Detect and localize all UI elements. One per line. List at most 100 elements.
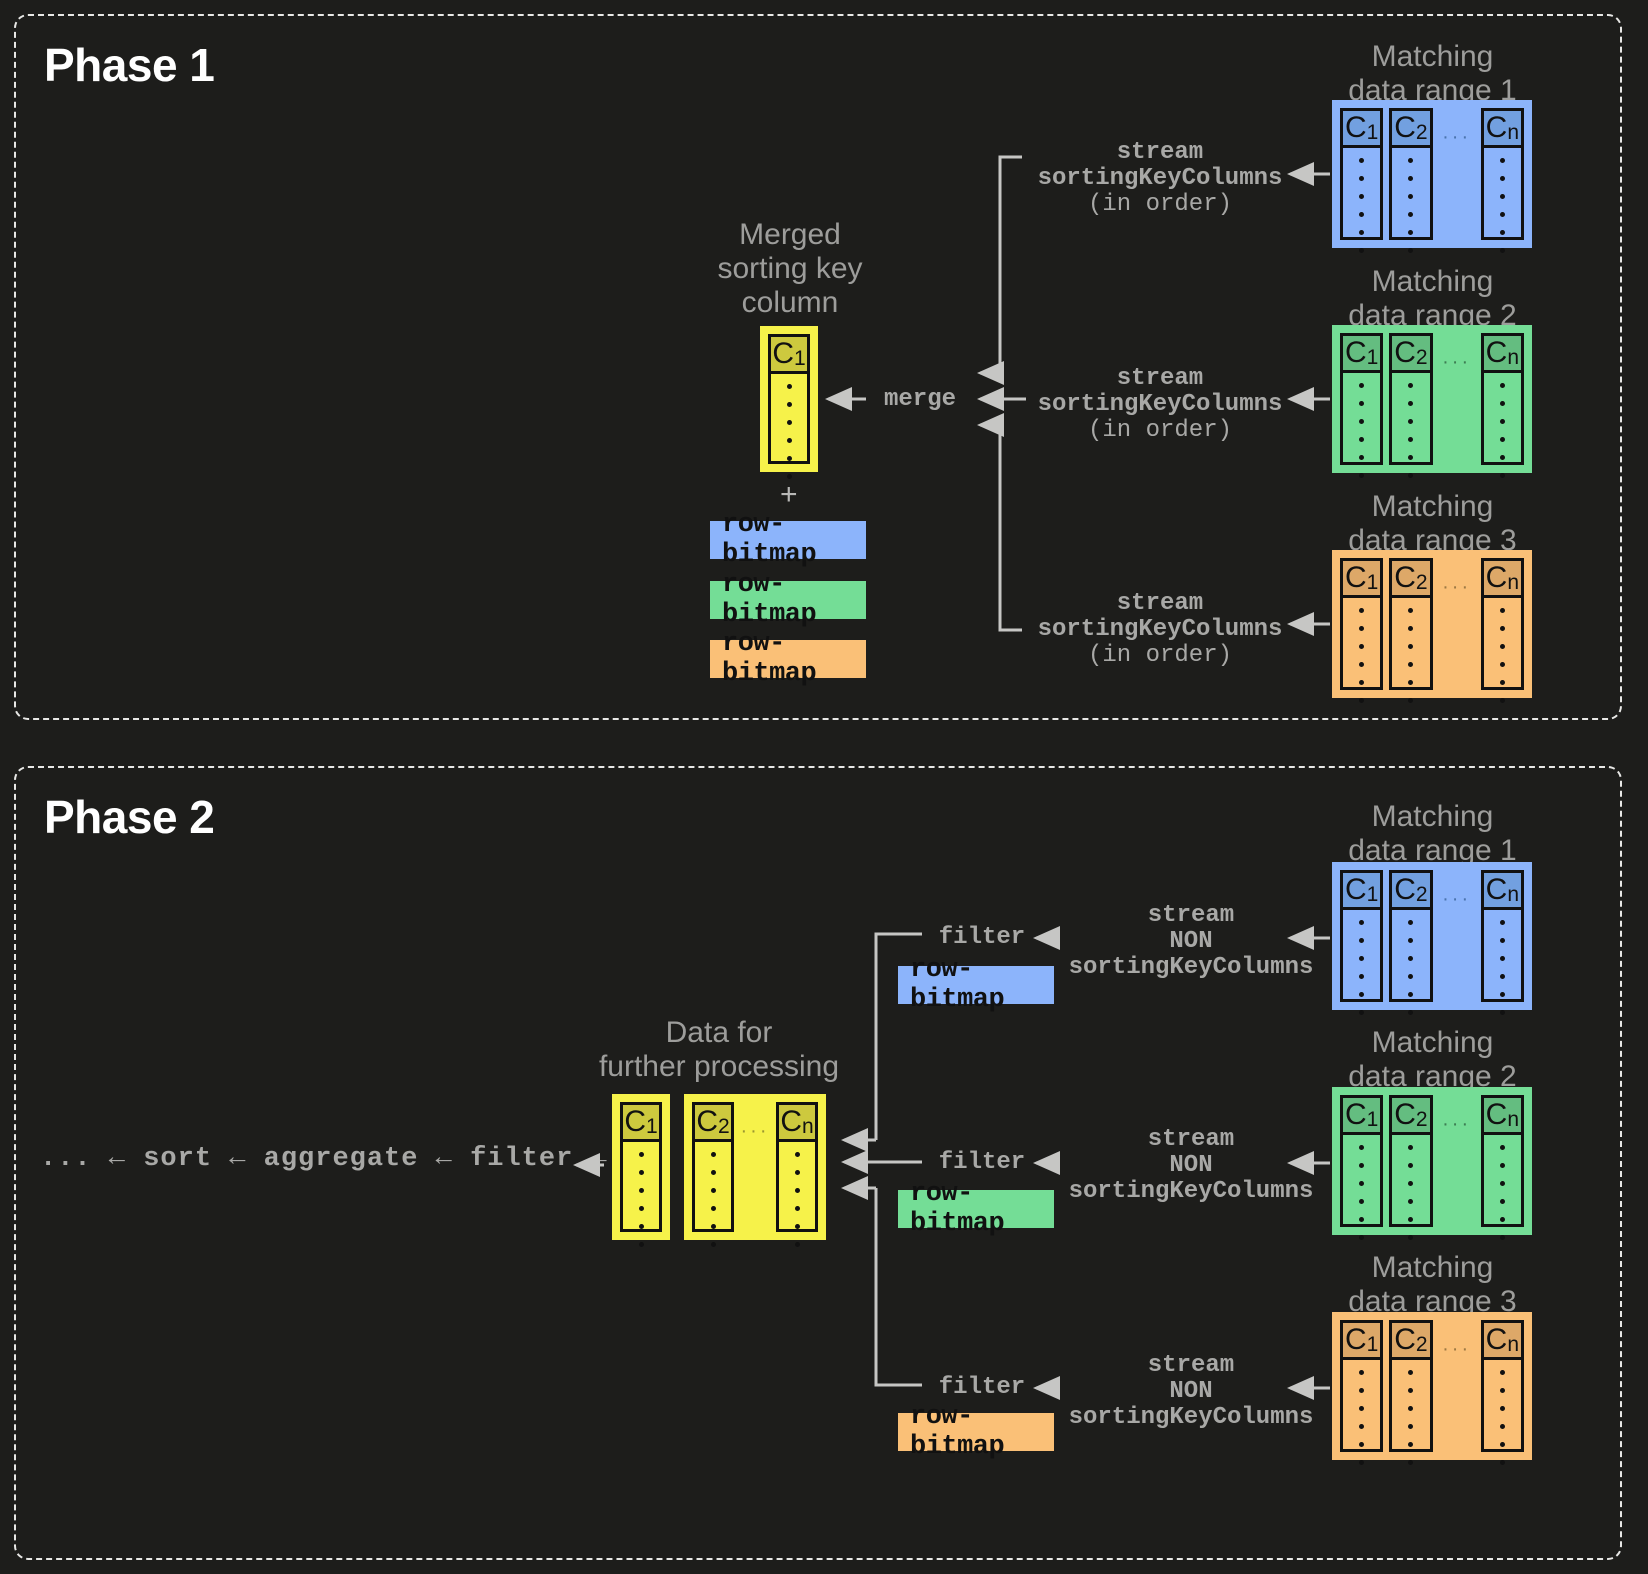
- column-cells: [1343, 598, 1380, 713]
- column-cells: [1343, 1135, 1380, 1250]
- phase-1-title: Phase 1: [44, 39, 215, 91]
- column-cells: [1392, 1360, 1429, 1475]
- column-cells: [1484, 373, 1521, 488]
- columns-ellipsis-icon: ···: [1442, 126, 1472, 148]
- column-cells: [1343, 1360, 1380, 1475]
- row-bitmap-2-phase1: row-bitmap: [710, 570, 866, 630]
- plus-sign: +: [780, 478, 798, 511]
- column-cells: [1343, 373, 1380, 488]
- column-cells: [779, 1142, 815, 1257]
- stream-non-sorting-label-3: stream NON sortingKeyColumns: [1068, 1352, 1314, 1431]
- column-cells: [1392, 148, 1429, 263]
- row-bitmap-1-phase1: row-bitmap: [710, 510, 866, 570]
- stream-sorting-label-1: stream sortingKeyColumns (in order): [1037, 139, 1283, 219]
- column-cells: [1343, 148, 1380, 263]
- stream-non-sorting-label-1: stream NON sortingKeyColumns: [1068, 902, 1314, 981]
- column-cells: [1484, 148, 1521, 263]
- columns-ellipsis-icon: ···: [1442, 888, 1472, 910]
- row-bitmap-3-phase1: row-bitmap: [710, 629, 866, 689]
- stream-sorting-label-3: stream sortingKeyColumns (in order): [1037, 590, 1283, 670]
- column-cells: [1392, 598, 1429, 713]
- column-cells: [1343, 910, 1380, 1025]
- columns-ellipsis-icon: ···: [1442, 351, 1472, 373]
- phase-1-panel: Phase 1: [14, 14, 1622, 720]
- column-cells: [1484, 1135, 1521, 1250]
- columns-ellipsis-icon: ···: [1442, 1113, 1472, 1135]
- merge-label: merge: [883, 386, 956, 413]
- row-bitmap-1-phase2: row-bitmap: [898, 955, 1054, 1015]
- stream-sorting-label-2: stream sortingKeyColumns (in order): [1037, 365, 1283, 445]
- filter-label-1: filter: [938, 924, 1026, 951]
- column-cells: [1392, 910, 1429, 1025]
- filter-label-3: filter: [938, 1374, 1026, 1401]
- column-cells: [1392, 1135, 1429, 1250]
- phase-2-title: Phase 2: [44, 791, 215, 843]
- columns-ellipsis-icon: ···: [1442, 1338, 1472, 1360]
- phase-2-panel: Phase 2: [14, 766, 1622, 1560]
- row-bitmap-3-phase2: row-bitmap: [898, 1402, 1054, 1462]
- row-bitmap-2-phase2: row-bitmap: [898, 1179, 1054, 1239]
- downstream-pipeline-label: ... ← sort ← aggregate ← filter ←: [40, 1144, 608, 1174]
- column-cells: [623, 1142, 659, 1257]
- columns-ellipsis-icon: ···: [1442, 576, 1472, 598]
- columns-ellipsis-icon: ···: [740, 1120, 770, 1142]
- column-cells: [1484, 1360, 1521, 1475]
- column-cells: [771, 374, 807, 489]
- stream-non-sorting-label-2: stream NON sortingKeyColumns: [1068, 1126, 1314, 1205]
